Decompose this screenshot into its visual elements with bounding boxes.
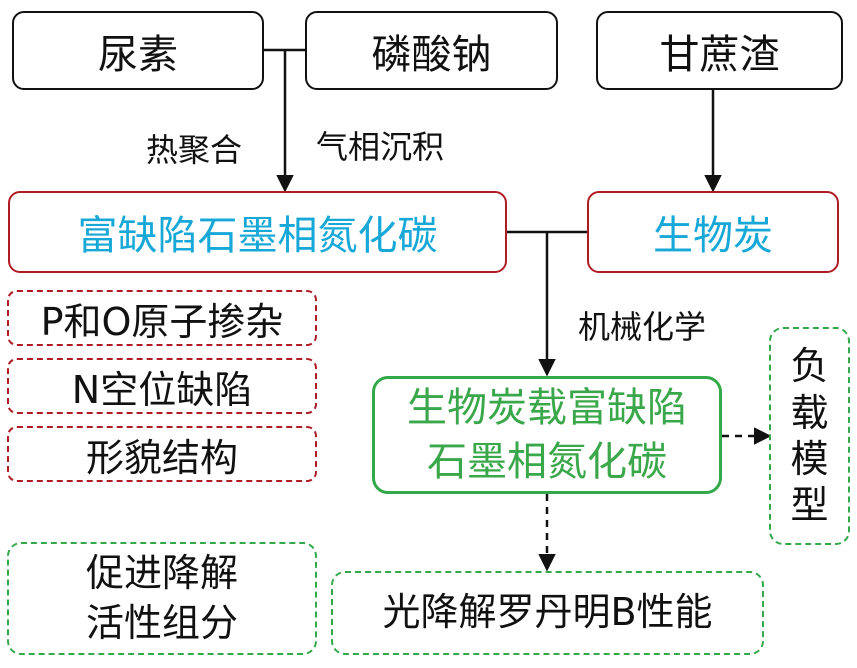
feature-morphology-label: 形貌结构 xyxy=(85,435,238,480)
urea-label: 尿素 xyxy=(98,31,178,78)
composite-product-line2: 石墨相氮化碳 xyxy=(427,439,667,485)
sodium-phosphate-label: 磷酸钠 xyxy=(371,31,492,78)
vapor-deposition-label: 气相沉积 xyxy=(316,128,445,166)
feature-vacancy-label: N空位缺陷 xyxy=(71,367,253,412)
degradation-components-label: 促进降解 活性组分 xyxy=(85,551,238,645)
defect-rich-gcn-label: 富缺陷石墨相氮化碳 xyxy=(77,213,438,259)
feature-doping-box: P和O原子掺杂 xyxy=(7,290,317,346)
bagasse-box: 甘蔗渣 xyxy=(596,11,843,90)
photodegradation-box: 光降解罗丹明B性能 xyxy=(331,571,764,655)
thermal-polymerization-label: 热聚合 xyxy=(146,131,243,169)
degradation-components-box: 促进降解 活性组分 xyxy=(7,542,317,655)
feature-doping-label: P和O原子掺杂 xyxy=(40,299,284,344)
biochar-label: 生物炭 xyxy=(653,213,773,259)
loading-model-box: 负载模型 xyxy=(769,327,850,545)
feature-vacancy-box: N空位缺陷 xyxy=(7,358,317,414)
composite-product-box: 生物炭载富缺陷 石墨相氮化碳 xyxy=(372,376,722,494)
bagasse-label: 甘蔗渣 xyxy=(659,31,780,78)
feature-morphology-box: 形貌结构 xyxy=(7,426,317,482)
photodegradation-label: 光降解罗丹明B性能 xyxy=(382,590,713,635)
urea-box: 尿素 xyxy=(12,11,264,90)
loading-model-label: 负载模型 xyxy=(790,344,829,528)
sodium-phosphate-box: 磷酸钠 xyxy=(305,11,558,90)
biochar-box: 生物炭 xyxy=(587,191,839,273)
defect-rich-gcn-box: 富缺陷石墨相氮化碳 xyxy=(8,191,507,273)
composite-product-line1: 生物炭载富缺陷 xyxy=(407,385,687,431)
mechanochemistry-label: 机械化学 xyxy=(578,308,707,346)
